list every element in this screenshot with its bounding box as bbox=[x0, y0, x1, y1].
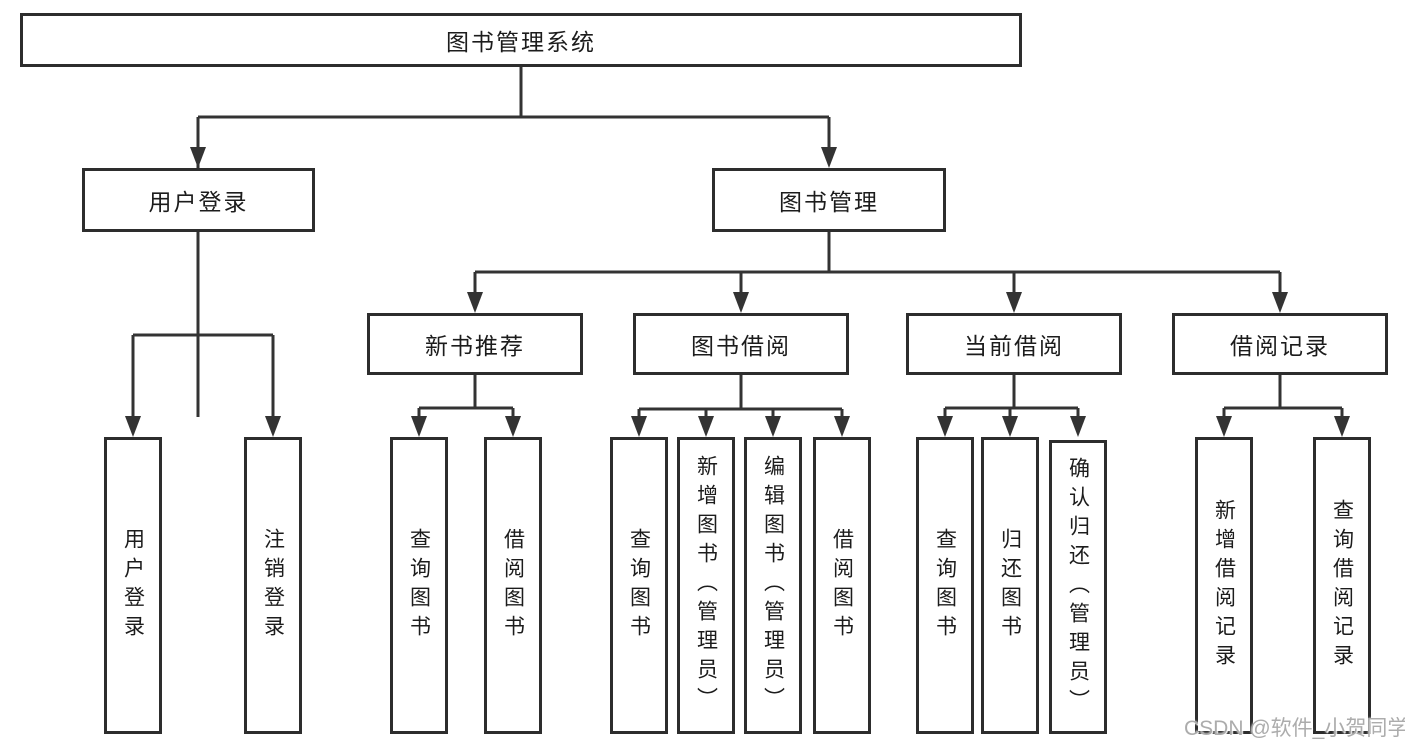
leaf-add-book-admin: 新增图书（管理员） bbox=[677, 437, 735, 734]
leaf-add-book-admin-label: 新增图书（管理员） bbox=[694, 455, 718, 716]
leaf-edit-book-admin: 编辑图书（管理员） bbox=[744, 437, 802, 734]
leaf-query-book-2-label: 查询图书 bbox=[627, 527, 651, 644]
leaf-query-borrow-record: 查询借阅记录 bbox=[1313, 437, 1371, 734]
leaf-edit-book-admin-label: 编辑图书（管理员） bbox=[761, 455, 785, 716]
leaf-logout-label: 注销登录 bbox=[261, 527, 285, 644]
connector-bookmgmt-to-level3 bbox=[473, 232, 1282, 294]
leaf-borrow-book-2: 借阅图书 bbox=[813, 437, 871, 734]
node-root: 图书管理系统 bbox=[20, 13, 1022, 67]
csdn-watermark: CSDN @软件_小贺同学 bbox=[1184, 717, 1405, 740]
connector-currentborrow-to-leaves bbox=[943, 375, 1080, 417]
leaf-query-book-1: 查询图书 bbox=[390, 437, 448, 734]
leaf-query-book-3: 查询图书 bbox=[916, 437, 974, 734]
node-new-book-recommend: 新书推荐 bbox=[367, 313, 583, 375]
leaf-query-book-1-label: 查询图书 bbox=[407, 527, 431, 644]
node-current-borrow-label: 当前借阅 bbox=[964, 333, 1064, 359]
leaf-return-book: 归还图书 bbox=[981, 437, 1039, 734]
leaf-query-book-2: 查询图书 bbox=[610, 437, 668, 734]
leaf-user-login: 用户登录 bbox=[104, 437, 162, 734]
leaf-query-book-3-label: 查询图书 bbox=[933, 527, 957, 644]
node-root-label: 图书管理系统 bbox=[446, 29, 596, 55]
node-borrow-record-label: 借阅记录 bbox=[1230, 333, 1330, 359]
node-book-management: 图书管理 bbox=[712, 168, 946, 232]
leaf-add-borrow-record: 新增借阅记录 bbox=[1195, 437, 1253, 734]
leaf-logout: 注销登录 bbox=[244, 437, 302, 734]
node-borrow-record: 借阅记录 bbox=[1172, 313, 1388, 375]
leaf-confirm-return-admin-label: 确认归还（管理员） bbox=[1066, 456, 1090, 718]
node-book-management-label: 图书管理 bbox=[779, 189, 879, 215]
arrowheads bbox=[125, 147, 1350, 437]
leaf-confirm-return-admin: 确认归还（管理员） bbox=[1049, 440, 1107, 734]
leaf-borrow-book-1-label: 借阅图书 bbox=[501, 527, 525, 644]
connector-borrowrecord-to-leaves bbox=[1222, 375, 1344, 417]
connector-root-to-level2 bbox=[196, 67, 831, 417]
connector-newbookrec-to-leaves bbox=[417, 375, 515, 417]
node-new-book-recommend-label: 新书推荐 bbox=[425, 333, 525, 359]
node-user-login-label: 用户登录 bbox=[148, 189, 249, 215]
connector-bookborrow-to-leaves bbox=[637, 375, 844, 417]
leaf-query-borrow-record-label: 查询借阅记录 bbox=[1330, 498, 1354, 673]
leaf-add-borrow-record-label: 新增借阅记录 bbox=[1212, 498, 1236, 673]
leaf-borrow-book-1: 借阅图书 bbox=[484, 437, 542, 734]
leaf-borrow-book-2-label: 借阅图书 bbox=[830, 527, 854, 644]
leaf-return-book-label: 归还图书 bbox=[998, 527, 1022, 644]
node-user-login: 用户登录 bbox=[82, 168, 315, 232]
node-current-borrow: 当前借阅 bbox=[906, 313, 1122, 375]
connector-userlogin-to-leaves bbox=[131, 232, 275, 417]
node-book-borrow-label: 图书借阅 bbox=[691, 333, 791, 359]
node-book-borrow: 图书借阅 bbox=[633, 313, 849, 375]
leaf-user-login-label: 用户登录 bbox=[121, 527, 145, 644]
